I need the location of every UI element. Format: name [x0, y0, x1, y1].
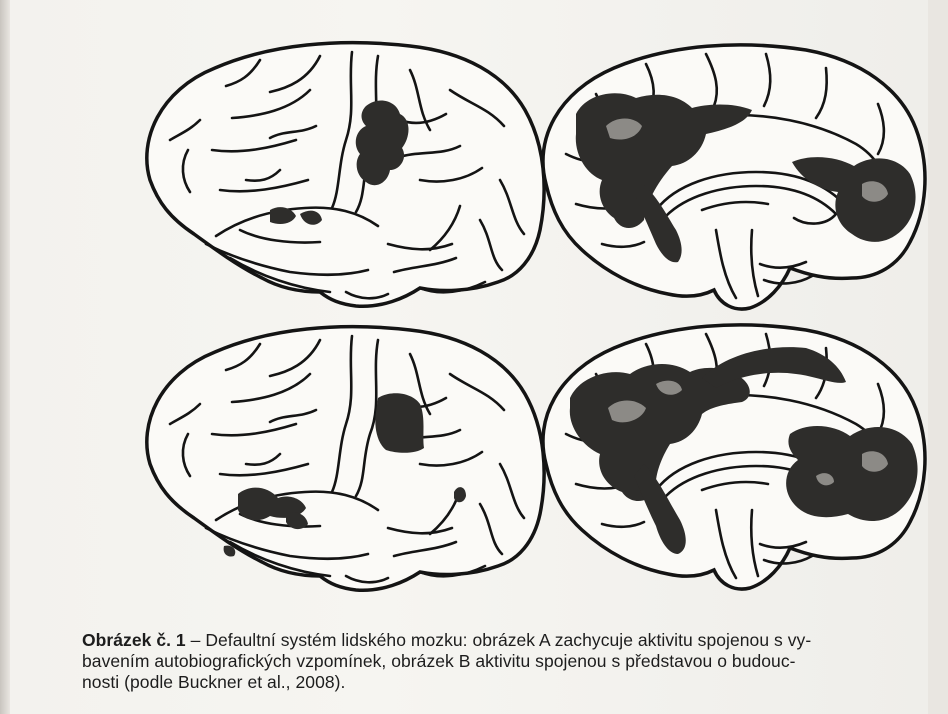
figure-caption: Obrázek č. 1 – Defaultní systém lidského… — [82, 630, 912, 693]
panel-b-lateral — [147, 327, 544, 591]
brain-figure — [10, 0, 928, 620]
caption-line-2: bavením autobiografických vzpomínek, obr… — [82, 651, 912, 672]
panel-a-medial — [543, 45, 925, 309]
caption-line-3: nosti (podle Buckner et al., 2008). — [82, 672, 912, 693]
panel-b-medial — [543, 325, 925, 589]
book-page: Obrázek č. 1 – Defaultní systém lidského… — [10, 0, 928, 714]
caption-text-1: – Defaultní systém lidského mozku: obráz… — [186, 630, 812, 650]
caption-line-1: Obrázek č. 1 – Defaultní systém lidského… — [82, 630, 912, 651]
caption-label: Obrázek č. 1 — [82, 630, 186, 650]
panel-a-lateral — [147, 43, 544, 307]
page-edge-shadow — [0, 0, 10, 714]
